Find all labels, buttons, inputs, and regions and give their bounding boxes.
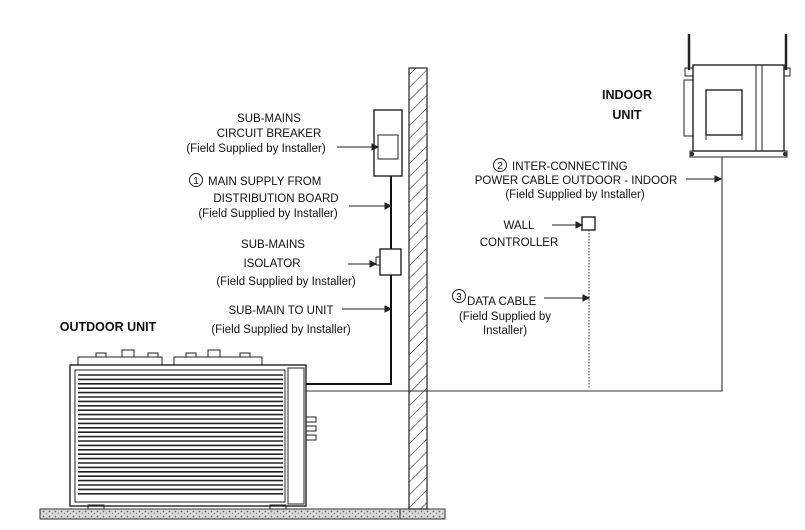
main-supply-cable	[306, 176, 392, 385]
submain-label-1: SUB-MAIN TO UNIT	[229, 305, 334, 317]
isolator-label-2: ISOLATOR	[243, 258, 300, 270]
ground-base	[39, 508, 401, 520]
number-badge-2	[493, 158, 507, 172]
data-cable-label-3: Installer)	[483, 325, 527, 337]
outdoor-unit-title: OUTDOOR UNIT	[60, 320, 157, 334]
interconnect-label-1: INTER-CONNECTING	[512, 161, 628, 173]
cables	[306, 157, 723, 392]
interconnect-cable	[306, 157, 723, 392]
isolator-label-3: (Field Supplied by Installer)	[216, 276, 356, 288]
wall	[408, 67, 428, 510]
number-3: 3	[456, 292, 462, 303]
wall-controller	[581, 216, 596, 231]
outdoor-unit	[69, 349, 317, 510]
breaker-label-1: SUB-MAINS	[237, 113, 301, 125]
number-2: 2	[497, 161, 503, 172]
breaker-label-2: CIRCUIT BREAKER	[217, 128, 322, 140]
interconnect-label-2: POWER CABLE OUTDOOR - INDOOR	[475, 175, 678, 187]
controller-label-2: CONTROLLER	[480, 237, 559, 249]
main-supply-label-1: MAIN SUPPLY FROM	[208, 176, 321, 188]
number-1: 1	[193, 176, 199, 187]
number-badge-1	[189, 173, 203, 187]
breaker-label-3: (Field Supplied by Installer)	[186, 143, 326, 155]
leader-arrows	[337, 143, 723, 313]
data-cable-label-1: DATA CABLE	[467, 296, 537, 308]
indoor-unit	[683, 34, 791, 158]
indoor-unit-title-1: INDOOR	[602, 88, 652, 102]
circuit-breaker	[373, 109, 403, 177]
isolator	[375, 248, 402, 276]
interconnect-label-3: (Field Supplied by Installer)	[505, 189, 645, 201]
ground-base-under-wall	[399, 508, 446, 520]
submain-label-2: (Field Supplied by Installer)	[211, 324, 351, 336]
number-badge-3	[452, 289, 466, 303]
main-supply-label-2: DISTRIBUTION BOARD	[213, 193, 338, 205]
data-cable-label-2: (Field Supplied by	[459, 311, 551, 323]
indoor-unit-title-2: UNIT	[612, 108, 642, 122]
main-supply-label-3: (Field Supplied by Installer)	[198, 208, 338, 220]
isolator-label-1: SUB-MAINS	[241, 239, 305, 251]
controller-label-1: WALL	[504, 220, 535, 232]
